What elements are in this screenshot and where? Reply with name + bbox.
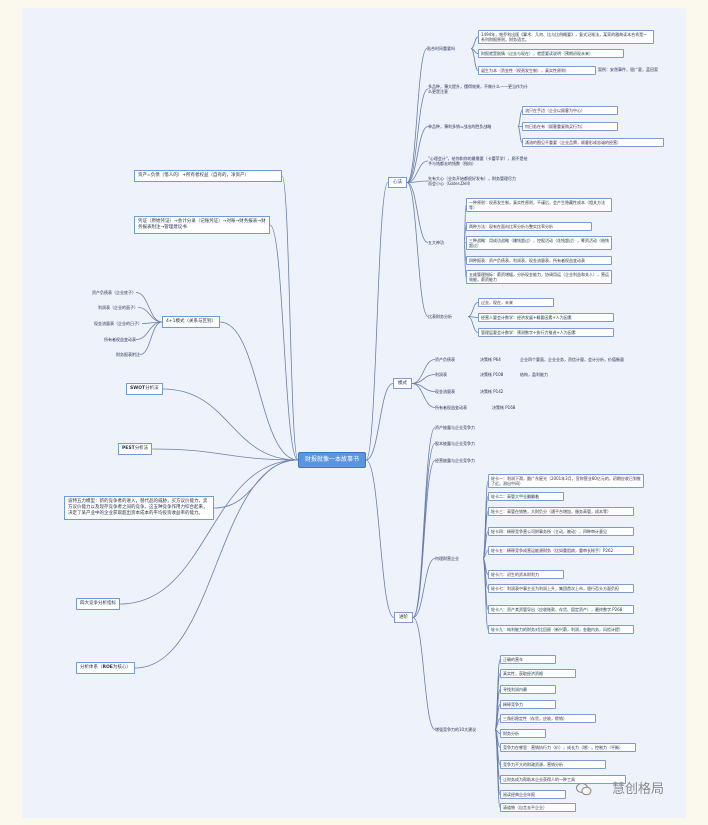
moshi-item-2-note: 结构，盈利能力	[520, 372, 548, 377]
moshi-item-1-ref: 决策帐 P64	[480, 357, 501, 362]
xinfa-item-7-child: 过去，现在，未来	[478, 298, 554, 307]
xinfa-item-3-child: 流只在手边（企业以顾客为中心）	[522, 106, 618, 115]
left-node-indicators[interactable]: 四大竞争分析指标	[76, 598, 120, 610]
branch-xinfa[interactable]: 心法	[388, 177, 407, 188]
jinjie-pk-child: 轮卡八：资产其资管导出（应收账款、存货、固定资产），最终数字 P268	[488, 605, 634, 614]
jinjie-pk-child: 轮卡二：高管大甲业翻翻着	[488, 492, 564, 501]
jinjie-pk-child: 轮卡九：纯利能力的财务对比回顾（新兴薪，利润，金融内务，风险计提）	[488, 625, 634, 634]
xinfa-item-6-child: 三种战略：用成功战略（赚钱超过），控股活动（花钱超过），筹资活动（借钱超过）	[466, 236, 612, 250]
xinfa-item-1-child: 1494年，帕乔利出版《算术、几何、比与比例概要》，复式记账法，某家的雅典读本合…	[478, 30, 654, 44]
jinjie-10-child: 稀释竞争力	[500, 700, 556, 709]
jinjie-pk[interactable]: 何理财营企业	[435, 556, 459, 561]
branch-moshi[interactable]: 模式	[393, 378, 412, 389]
jinjie-pk-child: 轮卡一：利润下滑，跟广东星光（2001年3月，宣称营业60亿元的，初期应收已到推…	[488, 474, 644, 488]
moshi-item-4-ref: 决策帐 P168	[492, 405, 516, 410]
moshi-item-4[interactable]: 所有者权益变动表	[435, 405, 467, 410]
xinfa-item-2[interactable]: 多品种，薄大提升，懂得效果，不做什么——更当作为什么更是注意	[428, 84, 528, 94]
xinfa-item-3-child: 何日若在有（顾客重复购买行为）	[522, 122, 618, 131]
roe-bold: ROE	[102, 665, 113, 670]
left-node-swot[interactable]: SWOT分析法	[126, 383, 163, 395]
branch-jinjie[interactable]: 进阶	[394, 612, 413, 623]
xinfa-item-6-child: 四种报表：资产负债表，利润表，现金流量表，所有者权益变动表	[466, 256, 612, 265]
left-4plus1-child: 所有者权益变动表	[104, 337, 136, 342]
xinfa-item-7[interactable]: 比表财务分析	[428, 314, 452, 319]
left-node-roe[interactable]: 分析体系（ROE为核心）	[76, 662, 135, 674]
moshi-item-2[interactable]: 利润表	[435, 372, 447, 377]
left-node-porter[interactable]: 波特五力模型：新的竞争者的进入，替代品的威胁，买方议价能力，卖方议价能力以及现存…	[64, 496, 214, 520]
moshi-item-3-ref: 决策帐 P142	[480, 389, 504, 394]
jinjie-10-child: 让财务成为帮助本企业获得人的一种工具	[500, 775, 626, 784]
moshi-item-2-ref: 决策帐 P108	[480, 372, 504, 377]
jinjie-10-child: 正确的营车	[500, 655, 556, 664]
xinfa-item-4[interactable]: "心理会计"，给你和你的最需要（卡蕾苹学），顾不是给予与钱都去的钱数（指向）	[428, 156, 528, 166]
xinfa-item-7-child: 经营人要会计数学：经济发展+概要因素+人为因素	[478, 313, 614, 322]
xinfa-item-3[interactable]: 单品种，薄利多销=战出的胜负战略	[428, 124, 492, 129]
xinfa-item-5[interactable]: 先有大心（业务开始都很好发有），财务管理尽力而会小心（Gates,Dell）	[428, 176, 516, 186]
jinjie-10-child: 三角形稳定性（存货，应收，赊销）	[500, 714, 596, 723]
swot-text: SWOT	[130, 386, 146, 391]
xinfa-item-6-child: 两种方法：现有在面向比率分析与整实比率分析	[466, 222, 592, 231]
xinfa-item-7-child: 管理层要会计数学：预测数字+执行力推进+人为因素	[478, 328, 614, 337]
roe-pre: 分析体系（	[80, 665, 103, 670]
left-4plus1-child: 现金流量表（企业的日子）	[94, 321, 142, 326]
left-node-flow[interactable]: 凭证（原始凭证）→会计分录（记账凭证）→对账→财务报表→财务报表附注→管理建议书	[134, 216, 270, 234]
moshi-item-1[interactable]: 资产负债表	[435, 357, 455, 362]
jinjie-pk-child: 轮卡三：高管在销售，大财负分（通平台增加，服务高管，成本等）	[488, 507, 634, 516]
root-node[interactable]: 财报就像一本故事书	[298, 452, 367, 468]
jinjie-10-child: 竞争力在哪里：营销执行力（价），成长力（增），控制力（平衡）	[500, 743, 636, 752]
jinjie-10-child: 清道物（自言去平企业）	[500, 803, 576, 812]
jinjie-pk-child: 轮卡六：初生的资本财利力	[488, 570, 564, 579]
jinjie-10-child: 阅读经典企业年报	[500, 790, 566, 799]
jinjie-pk-child: 轮卡七：利润表中事主业为利润上升，集团首次上市，银行否头方面负担	[488, 584, 634, 593]
xinfa-item-1-child: 财报就是剧情（过去与现在），就是要读说明（预期初现未来）	[478, 49, 624, 58]
watermark-text: 慧创格局	[611, 782, 664, 797]
swot-rest: 分析法	[145, 386, 159, 391]
left-4plus1-child: 利润表（企业的面子）	[98, 305, 138, 310]
xinfa-item-1-child: 诞生为本（资金性（权责发生制），真实性原则）	[478, 66, 596, 75]
pest-rest: 分析法	[134, 446, 149, 451]
jinjie-10-child: 财务分析	[500, 729, 546, 738]
left-node-equation[interactable]: 资产=负债（借人的）+所有者权益（自有的，净资产）	[134, 170, 282, 182]
xinfa-item-6-child: 一种原则：权责发生制，真实性原则，不谨后，会产生隐藏性成本（相关方法等）	[466, 198, 612, 212]
xinfa-item-6[interactable]: 五大神功	[428, 240, 444, 245]
xinfa-item-1[interactable]: 贴合时间重要吗	[427, 46, 455, 51]
left-node-pest[interactable]: PEST分析法	[118, 443, 153, 455]
jinjie-10-child: 寻找利润内幕	[500, 685, 556, 694]
left-4plus1-child: 财务报表附注	[116, 352, 140, 357]
wechat-icon	[576, 783, 592, 796]
jinjie-pk-child: 轮卡五：稀释竞争成营运能源财务（比如重阻病，重审长帐手）P262	[488, 546, 634, 555]
jinjie-item-2[interactable]: 股本披露与企业竞争力	[435, 441, 475, 446]
jinjie-10-child: 真实性，获取经济资格	[500, 669, 576, 678]
xinfa-item-3-child: 涌流的图见不重要（企业品牌，顾客形成忠诚的经营）	[522, 138, 664, 147]
xinfa-item-6-child: 五维管理指标：薪资增幅，分析现金能力，协调用运（企业利益和关人），营运效能，薪资…	[466, 270, 612, 284]
jinjie-item-1[interactable]: 资产披露与企业竞争力	[435, 425, 475, 430]
pest-text: PEST	[122, 446, 135, 451]
jinjie-10[interactable]: 增强竞争力的10大建议	[435, 727, 477, 732]
moshi-item-1-note: 企业四个要面，企业业务，资信计量，会计分析，价值衡量	[520, 357, 624, 362]
left-4plus1-child: 资产负债表（企业底子）	[92, 290, 136, 295]
jinjie-pk-child: 轮卡四：稀释竞争营公司财事务所（主动，被动），四种审计意见	[488, 527, 634, 536]
left-node-4plus1[interactable]: 4+1模式（关系与区别）	[162, 316, 220, 328]
jinjie-10-child: 竞争力不大的财政资源，营销分析	[500, 760, 606, 769]
jinjie-item-3[interactable]: 经营披露与企业竞争力	[435, 458, 475, 463]
moshi-item-3[interactable]: 现金流量表	[435, 389, 455, 394]
xinfa-item-1-extra: 案例：安然事件，银广夏，蓝田案	[598, 67, 658, 72]
roe-post: 为核心）	[112, 665, 131, 670]
